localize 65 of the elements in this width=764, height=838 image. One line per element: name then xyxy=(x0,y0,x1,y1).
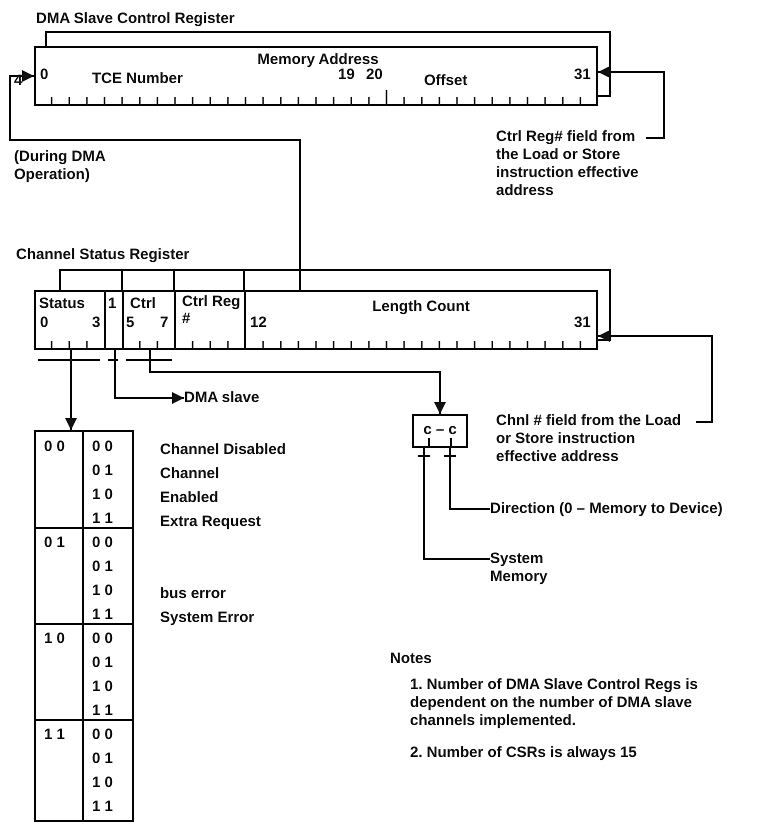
status-code: 0 1 xyxy=(92,558,113,576)
arrow xyxy=(114,348,184,404)
status-code: 1 0 xyxy=(92,486,113,504)
field-name: TCE Number xyxy=(92,70,184,88)
arrow xyxy=(598,330,713,423)
bit-field xyxy=(106,292,124,348)
field-name: Memory Address xyxy=(256,51,380,68)
arrow xyxy=(65,348,77,430)
field-name: 1 xyxy=(108,295,118,313)
status-code: 1 0 xyxy=(44,630,65,648)
status-code: 1 1 xyxy=(44,726,65,744)
status-code: 0 1 xyxy=(92,462,113,480)
field-name: Offset xyxy=(424,72,468,90)
status-code: 0 0 xyxy=(44,438,65,456)
leader-line xyxy=(423,448,490,560)
direction-field-box xyxy=(412,414,468,448)
leader-line xyxy=(449,448,490,510)
bit-number: 0 xyxy=(40,314,48,332)
annotation-text: Direction (0 – Memory to Device) xyxy=(490,500,730,518)
status-code: 1 1 xyxy=(92,798,113,816)
register-title: DMA Slave Control Register xyxy=(36,10,236,28)
bit-number: 0 xyxy=(40,66,48,84)
status-description: Extra Request xyxy=(160,512,261,532)
field-name: Length Count xyxy=(371,298,471,316)
annotation-text: Ctrl Reg# field from the Load or Store instruction effective address xyxy=(496,128,646,200)
status-code: 0 0 xyxy=(92,438,113,456)
bit-number: 19 xyxy=(338,66,355,84)
bit-number: 31 xyxy=(574,314,591,332)
bit-number: 5 xyxy=(126,314,134,332)
status-code: 1 1 xyxy=(92,702,113,720)
status-code: 1 1 xyxy=(92,606,113,624)
field-name: Ctrl xyxy=(130,295,157,313)
note-text: 1. Number of DMA Slave Control Regs is dependent on the number of DMA slave channels implemented. xyxy=(410,676,699,730)
arrow xyxy=(598,66,665,139)
status-code: 0 1 xyxy=(92,654,113,672)
annotation-text: System Memory xyxy=(490,550,580,586)
status-description: Channel Disabled xyxy=(160,440,286,460)
status-code: 1 0 xyxy=(92,774,113,792)
status-code: 0 0 xyxy=(92,534,113,552)
field-name: c – c xyxy=(422,421,458,439)
field-name: Ctrl Reg # xyxy=(182,293,242,327)
arrow xyxy=(149,348,446,414)
register-title: Channel Status Register xyxy=(16,246,190,264)
status-description: bus error xyxy=(160,584,226,604)
note-text: 2. Number of CSRs is always 15 xyxy=(410,744,638,762)
bit-number: 12 xyxy=(250,314,267,332)
bit-number: 20 xyxy=(366,66,383,84)
status-code: 1 0 xyxy=(92,582,113,600)
bit-number: 3 xyxy=(92,314,100,332)
notes-heading: Notes xyxy=(390,650,432,668)
status-code-table xyxy=(34,430,134,822)
status-code: 0 0 xyxy=(92,630,113,648)
bit-number: 31 xyxy=(574,66,591,84)
status-description: Channel Enabled xyxy=(160,464,220,508)
arrow xyxy=(9,70,301,290)
status-code: 1 1 xyxy=(92,510,113,528)
status-code: 0 0 xyxy=(92,726,113,744)
bit-number: 7 xyxy=(160,314,168,332)
status-code: 0 1 xyxy=(44,534,65,552)
annotation-text: Chnl # field from the Load or Store instruction effective address xyxy=(496,412,696,466)
status-code: 1 0 xyxy=(92,678,113,696)
output-label: DMA slave xyxy=(184,389,284,407)
status-description: System Error xyxy=(160,608,254,628)
field-name: Status xyxy=(39,295,86,313)
status-code: 0 1 xyxy=(92,750,113,768)
